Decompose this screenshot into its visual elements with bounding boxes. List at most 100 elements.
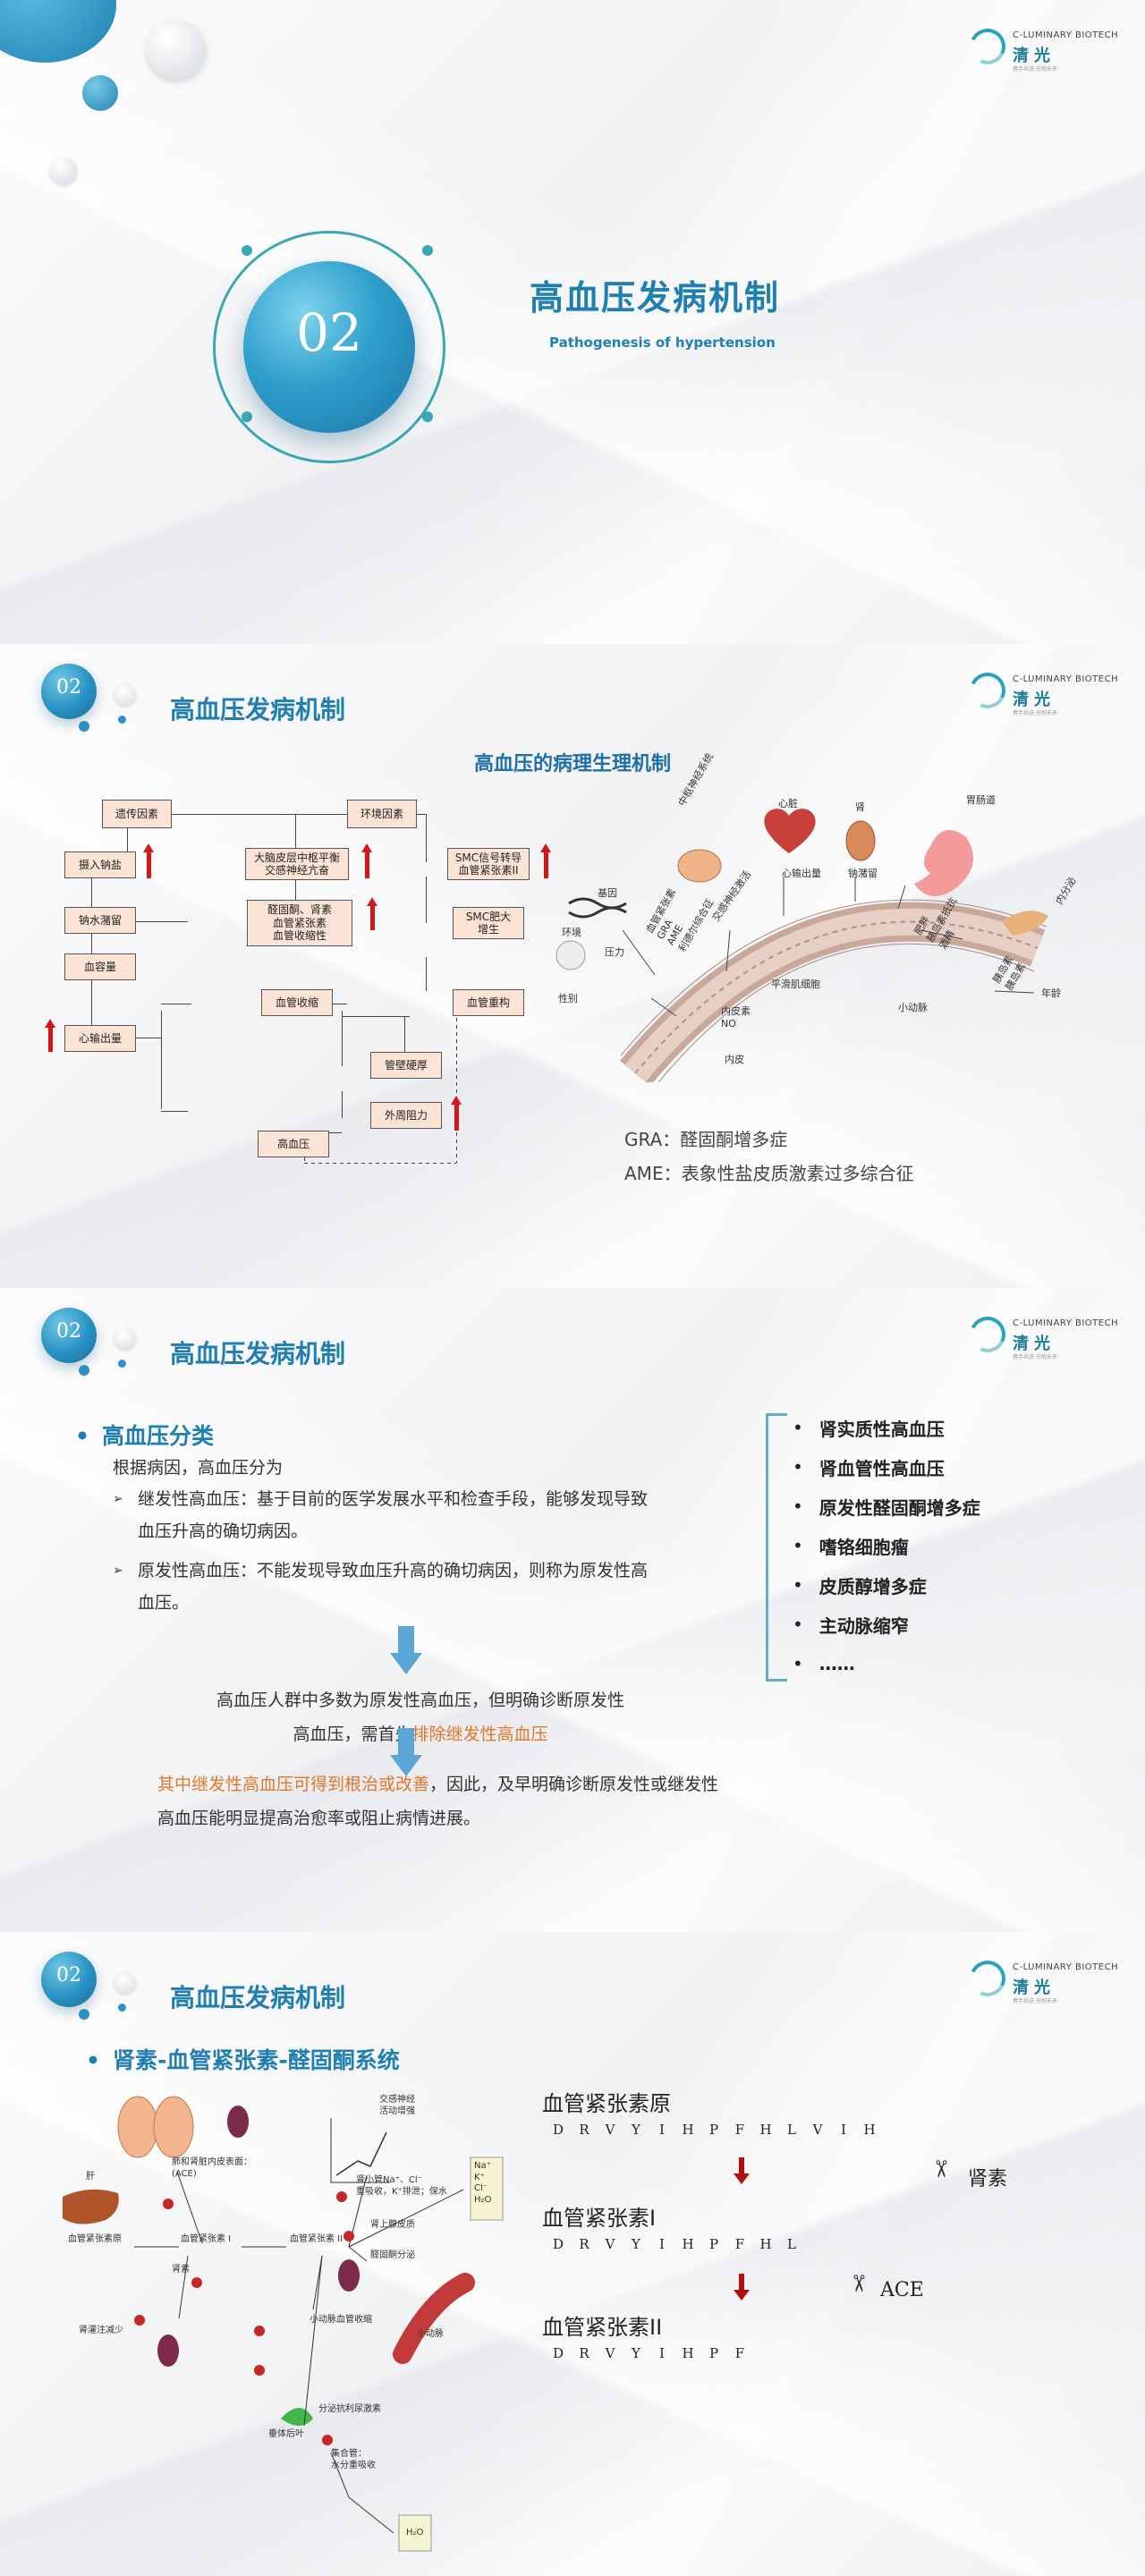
raas-label-adh: 分泌抗利尿激素 <box>318 2404 381 2414</box>
logo-en: C-LUMINARY BIOTECH <box>1013 1962 1119 1972</box>
list-item: 嗜铬细胞瘤 <box>793 1526 980 1565</box>
down-arrow-icon <box>390 1626 422 1676</box>
box-volume: 血容量 <box>64 953 136 980</box>
label-gene: 基因 <box>598 887 617 899</box>
raas-label-agt: 血管紧张素原 <box>68 2234 122 2244</box>
increase-arrow-icon <box>540 843 551 878</box>
raas-label-lung: 肺和肾脏内皮表面： (ACE) <box>172 2157 252 2179</box>
box-raas: 醛固酮、肾素 血管紧张素 血管收缩性 <box>247 900 352 946</box>
label-endothelin: 内皮素 NO <box>721 1005 751 1030</box>
increase-arrow-icon <box>361 843 372 878</box>
header-number: 02 <box>56 1320 81 1343</box>
logo: C-LUMINARY BIOTECH 清光 携手共进 光明未来 <box>964 1311 1118 1361</box>
logo-cn: 清光 <box>1013 1979 1056 1997</box>
decor-ball <box>82 75 118 111</box>
label-heart: 心脏 <box>778 798 798 809</box>
logo-mark-icon <box>964 23 1011 70</box>
box-smc-growth: SMC肥大 增生 <box>453 907 524 939</box>
logo-en: C-LUMINARY BIOTECH <box>1013 1318 1119 1328</box>
down-arrow-icon <box>734 2274 750 2301</box>
box-retention: 钠水潴留 <box>64 907 136 934</box>
logo-cn: 清光 <box>1013 691 1056 709</box>
pathophysiology-flowchart: 遗传因素 环境因素 摄入钠盐 大脑皮层中枢平衡 交感神经亢奋 SMC信号转导 血… <box>45 796 581 1216</box>
section-bullet: 高血压分类 <box>75 1419 214 1451</box>
highlight-exclude: 排除继发性高血压 <box>411 1724 548 1744</box>
decor-ball <box>114 1327 136 1349</box>
list-item: 肾实质性高血压 <box>793 1408 980 1447</box>
amino-acid: Y <box>623 2342 649 2365</box>
list-item: 肾血管性高血压 <box>793 1447 980 1487</box>
logo-cn: 清光 <box>1013 1335 1056 1353</box>
amino-acid: F <box>727 2342 752 2365</box>
label-kidney: 肾 <box>855 801 865 813</box>
raas-label-collect: 集合管： 水分重吸收 <box>331 2449 376 2470</box>
header-title: 高血压发病机制 <box>170 695 346 724</box>
decor-dot <box>118 2004 126 2012</box>
increase-arrow-icon <box>45 1019 55 1052</box>
logo: C-LUMINARY BIOTECH 清光 携手共进 光明未来 <box>964 667 1118 717</box>
secondary-note-text: ，因此，及早明确诊断原发性或继发性高血压能明显提高治愈率或阻止病情进展。 <box>157 1775 719 1828</box>
list-item: 皮质醇增多症 <box>793 1565 980 1605</box>
label-arteriole: 小动脉 <box>898 1002 928 1013</box>
logo: C-LUMINARY BIOTECH 清光 携手共进 光明未来 <box>964 23 1118 73</box>
raas-label-decrease: 肾灌注减少 <box>79 2326 123 2335</box>
section-ring <box>213 231 445 463</box>
label-smc: 平滑肌细胞 <box>771 979 820 990</box>
peptide-title-agt: 血管紧张素原 <box>542 2091 671 2116</box>
amino-acid: I <box>649 2342 674 2365</box>
label-sex: 性别 <box>558 993 578 1004</box>
amino-acid: I <box>649 2233 674 2256</box>
box-stiffness: 管壁硬厚 <box>370 1052 442 1079</box>
amino-acid: H <box>675 2342 700 2365</box>
raas-illustration <box>63 2096 504 2552</box>
decor-ball <box>114 1971 136 1993</box>
intro-text: 根据病因，高血压分为 <box>113 1458 284 1478</box>
slide-title-text: 高血压发病机制 <box>530 278 781 318</box>
primary-definition: 原发性高血压：不能发现导致血压升高的确切病因，则称为原发性高血压。 <box>113 1555 649 1619</box>
diagram-title: 高血压的病理生理机制 <box>473 753 671 775</box>
primary-note-line1: 高血压人群中多数为原发性高血压，但明确诊断原发性 <box>216 1690 624 1710</box>
logo-en: C-LUMINARY BIOTECH <box>1013 30 1119 40</box>
header-ball <box>41 1308 97 1363</box>
amino-acid: H <box>675 2233 700 2256</box>
decor-ball <box>147 20 206 79</box>
ring-dot <box>422 411 433 422</box>
amino-acid: D <box>546 2233 571 2256</box>
artery-wall-illustration <box>556 809 1048 1092</box>
slide-title: C-LUMINARY BIOTECH 清光 携手共进 光明未来 02 高血压发病… <box>0 0 1145 644</box>
decor-dot <box>118 716 126 724</box>
logo: C-LUMINARY BIOTECH 清光 携手共进 光明未来 <box>964 1955 1118 2005</box>
raas-label-renal: 肾小管Na⁺、Cl⁻ 重吸收，K⁺排泄；保水 <box>356 2175 447 2197</box>
ring-dot <box>242 245 252 256</box>
section-bullet: 肾素-血管紧张素-醛固酮系统 <box>86 2043 400 2075</box>
amino-acid: P <box>701 2342 726 2365</box>
header-ball <box>41 664 97 719</box>
decor-dot <box>79 2009 89 2020</box>
scissors-icon: ✂ <box>926 2159 954 2179</box>
logo-mark-icon <box>964 1311 1011 1358</box>
box-salt: 摄入钠盐 <box>64 852 136 878</box>
amino-acid: H <box>753 2118 778 2141</box>
ring-dot <box>422 245 433 256</box>
amino-acid: D <box>546 2342 571 2365</box>
box-smc-signal: SMC信号转导 血管紧张素II <box>447 848 530 880</box>
box-vasoconstriction: 血管收缩 <box>261 989 333 1016</box>
amino-acid: F <box>727 2233 752 2256</box>
section-ball <box>243 261 415 433</box>
box-output: 心输出量 <box>64 1025 136 1052</box>
ring-dot <box>242 411 252 422</box>
label-endothelium: 内皮 <box>725 1054 744 1065</box>
amino-acid: P <box>701 2233 726 2256</box>
down-arrow-icon <box>734 2157 750 2184</box>
amino-acid: H <box>675 2118 700 2141</box>
label-na: 钠潴留 <box>848 868 878 879</box>
primary-note-line2: 高血压，需首先排除继发性高血压 <box>170 1717 671 1751</box>
slide-pathophysiology: 02 高血压发病机制 C-LUMINARY BIOTECH 清光 携手共进 光明… <box>0 644 1145 1288</box>
logo-sub: 携手共进 光明未来 <box>1013 1998 1057 2004</box>
primary-note-text: 高血压，需首先 <box>293 1724 412 1744</box>
amino-acid: D <box>546 2118 571 2141</box>
decor-ball <box>50 157 77 184</box>
amino-acid: L <box>779 2233 804 2256</box>
